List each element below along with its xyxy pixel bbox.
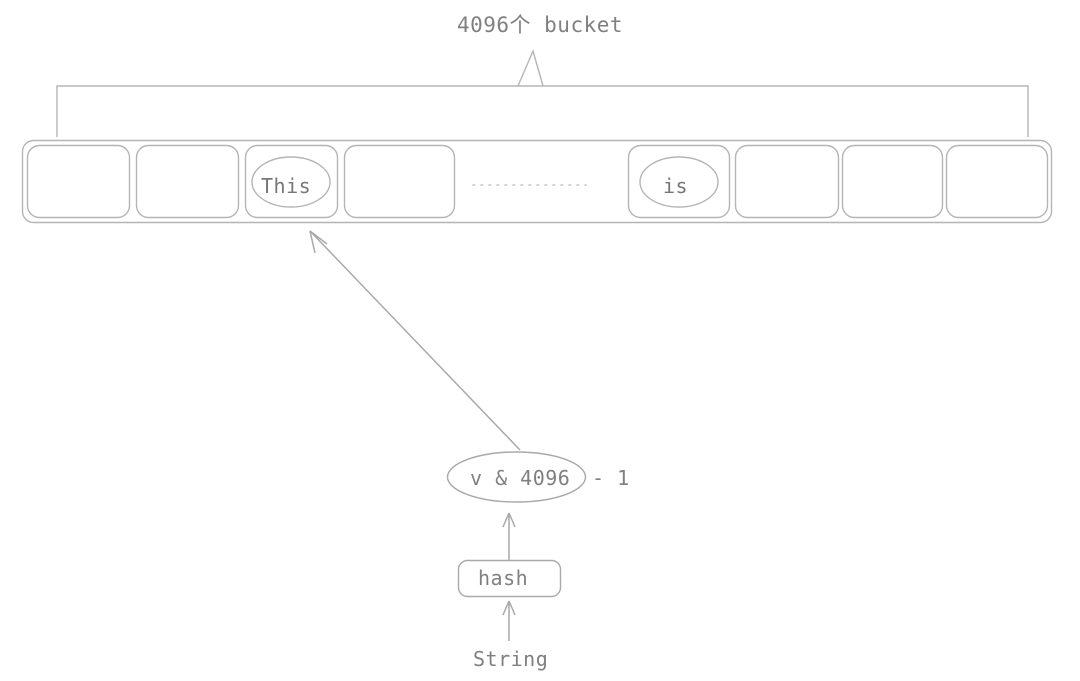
index-to-bucket-arrow (309, 230, 521, 451)
string-to-hash-arrow (502, 600, 516, 641)
bucket-cells-right (627, 144, 1049, 219)
bucket-count-caption: 4096个 bucket (456, 13, 624, 37)
bucket-cell-7[interactable] (945, 144, 1049, 219)
index-expression-ellipse (446, 451, 587, 503)
bucket-entry-is-label: is (663, 174, 689, 198)
bucket-entry-this-ellipse (251, 156, 331, 208)
string-input-label: String (473, 647, 549, 671)
hash-function-label: hash (478, 566, 529, 590)
bucket-cell-6[interactable] (841, 144, 944, 219)
index-expression-suffix-label: - 1 (592, 466, 630, 490)
bucket-cell-3[interactable] (343, 144, 456, 219)
hash-function-box[interactable] (457, 559, 562, 598)
bucket-entry-this-label: This (261, 174, 312, 198)
bucket-cells-left (26, 144, 456, 219)
bucket-cell-1[interactable] (135, 144, 240, 219)
bucket-cell-5[interactable] (734, 144, 840, 219)
index-expression-label: v & 4096 (470, 466, 571, 490)
bucket-entry-is-ellipse (639, 156, 719, 208)
hash-to-index-arrow (502, 512, 516, 560)
bucket-cell-0[interactable] (26, 144, 131, 219)
bucket-span-bracket (56, 48, 1029, 137)
